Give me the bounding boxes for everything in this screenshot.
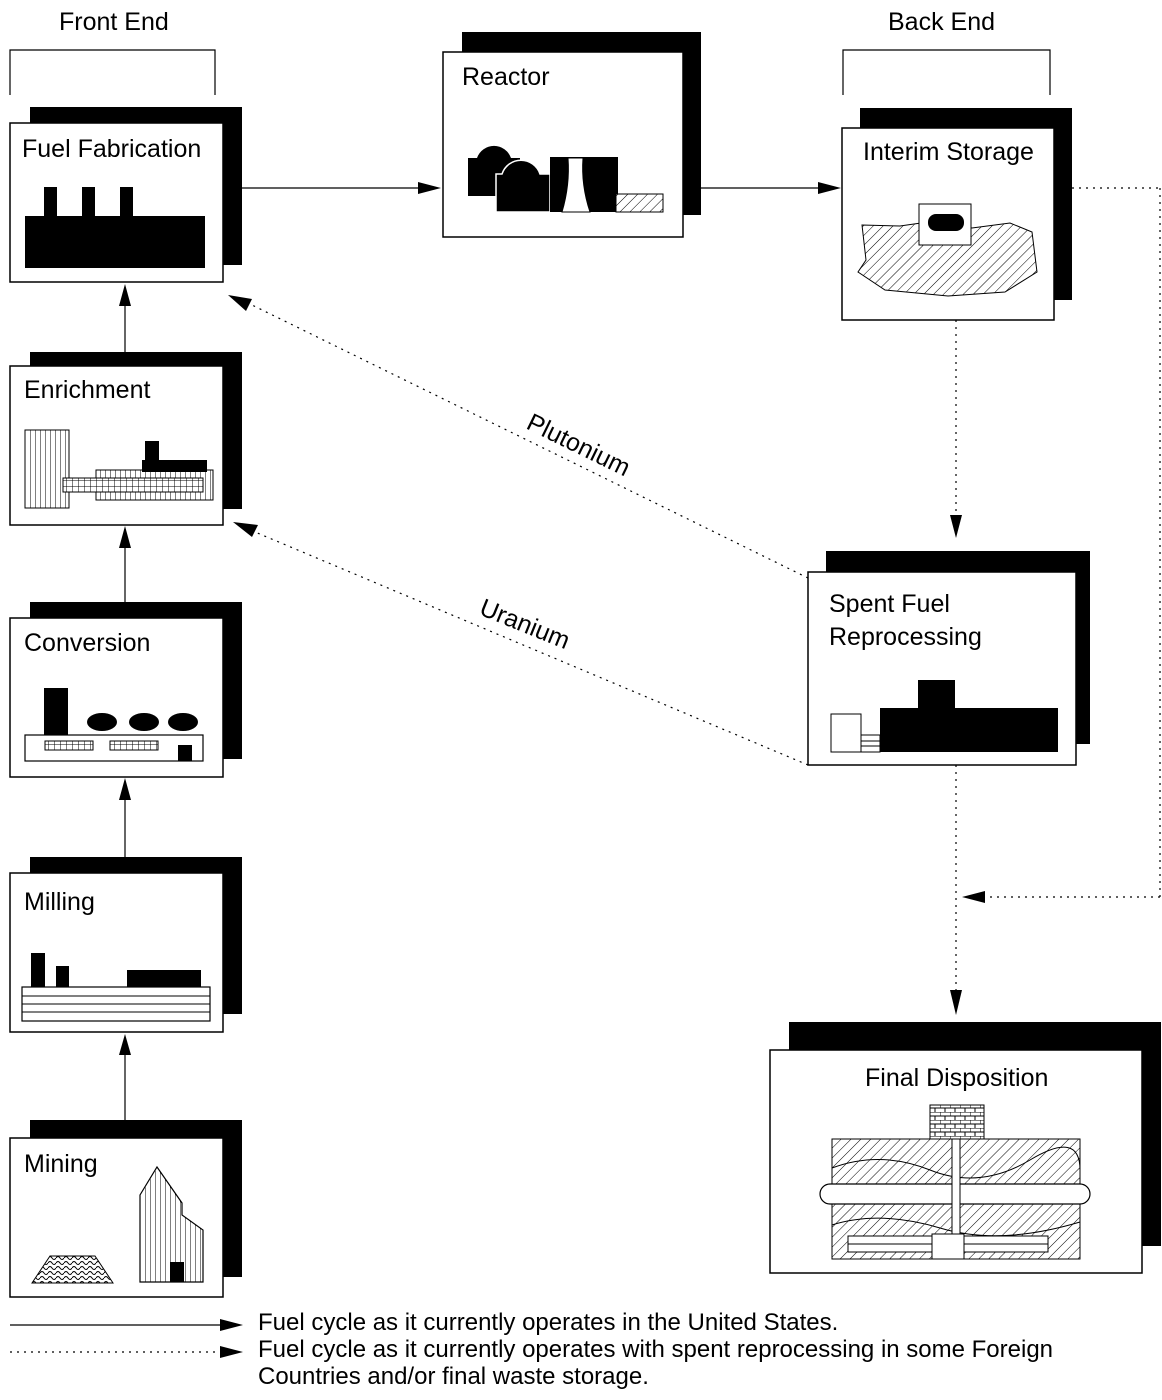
solid-flow-arrows <box>119 182 841 1120</box>
front-end-heading: Front End <box>59 8 169 36</box>
stage-label-fuel-fabrication: Fuel Fabrication <box>22 135 201 163</box>
stage-label-mining: Mining <box>24 1150 98 1178</box>
storage-cask-icon <box>857 203 1038 297</box>
stage-enrichment: Enrichment <box>9 352 242 526</box>
stage-label-final-disposition: Final Disposition <box>865 1064 1048 1092</box>
legend-solid-arrow <box>10 1319 243 1331</box>
stage-label-milling: Milling <box>24 888 95 916</box>
front-end-bracket <box>9 49 216 95</box>
headframe-icon <box>139 1165 204 1283</box>
stage-interim-storage: Interim Storage <box>841 108 1072 321</box>
stage-label-reprocessing-line2: Reprocessing <box>829 623 982 651</box>
stage-final-disposition: Final Disposition <box>769 1022 1161 1274</box>
stage-milling: Milling <box>9 857 242 1033</box>
uranium-flow-label: Uranium <box>476 594 574 655</box>
stage-fuel-fabrication: Fuel Fabrication <box>9 107 242 283</box>
factory-icon <box>25 187 205 268</box>
enrichment-plant-icon <box>24 429 214 509</box>
stage-label-reactor: Reactor <box>462 63 550 91</box>
legend-dotted-description-line1: Fuel cycle as it currently operates with… <box>258 1336 1054 1363</box>
legend-dotted-description-line2: Countries and/or final waste storage. <box>258 1363 649 1390</box>
dotted-flow-arrows <box>228 187 1161 1015</box>
back-end-bracket <box>842 49 1051 95</box>
stage-spent-fuel-reprocessing: Spent Fuel Reprocessing <box>807 551 1090 766</box>
repository-icon <box>819 1104 1091 1260</box>
legend-solid-description: Fuel cycle as it currently operates in t… <box>258 1309 839 1336</box>
stage-label-interim-storage: Interim Storage <box>863 138 1034 166</box>
stage-mining: Mining <box>9 1120 242 1298</box>
stage-label-enrichment: Enrichment <box>24 376 150 404</box>
back-end-heading: Back End <box>888 8 995 36</box>
stage-reactor: Reactor <box>442 32 701 238</box>
mill-icon <box>21 953 211 1022</box>
stage-label-conversion: Conversion <box>24 629 150 657</box>
stage-label-reprocessing-line1: Spent Fuel <box>829 590 950 618</box>
stage-conversion: Conversion <box>9 602 242 778</box>
reprocessing-plant-icon <box>830 680 1058 753</box>
plutonium-flow-label: Plutonium <box>522 408 634 482</box>
conversion-plant-icon <box>24 688 204 762</box>
reactor-plant-icon <box>468 145 664 213</box>
legend-dotted-arrow <box>10 1346 243 1358</box>
ore-pile-icon <box>31 1255 114 1284</box>
